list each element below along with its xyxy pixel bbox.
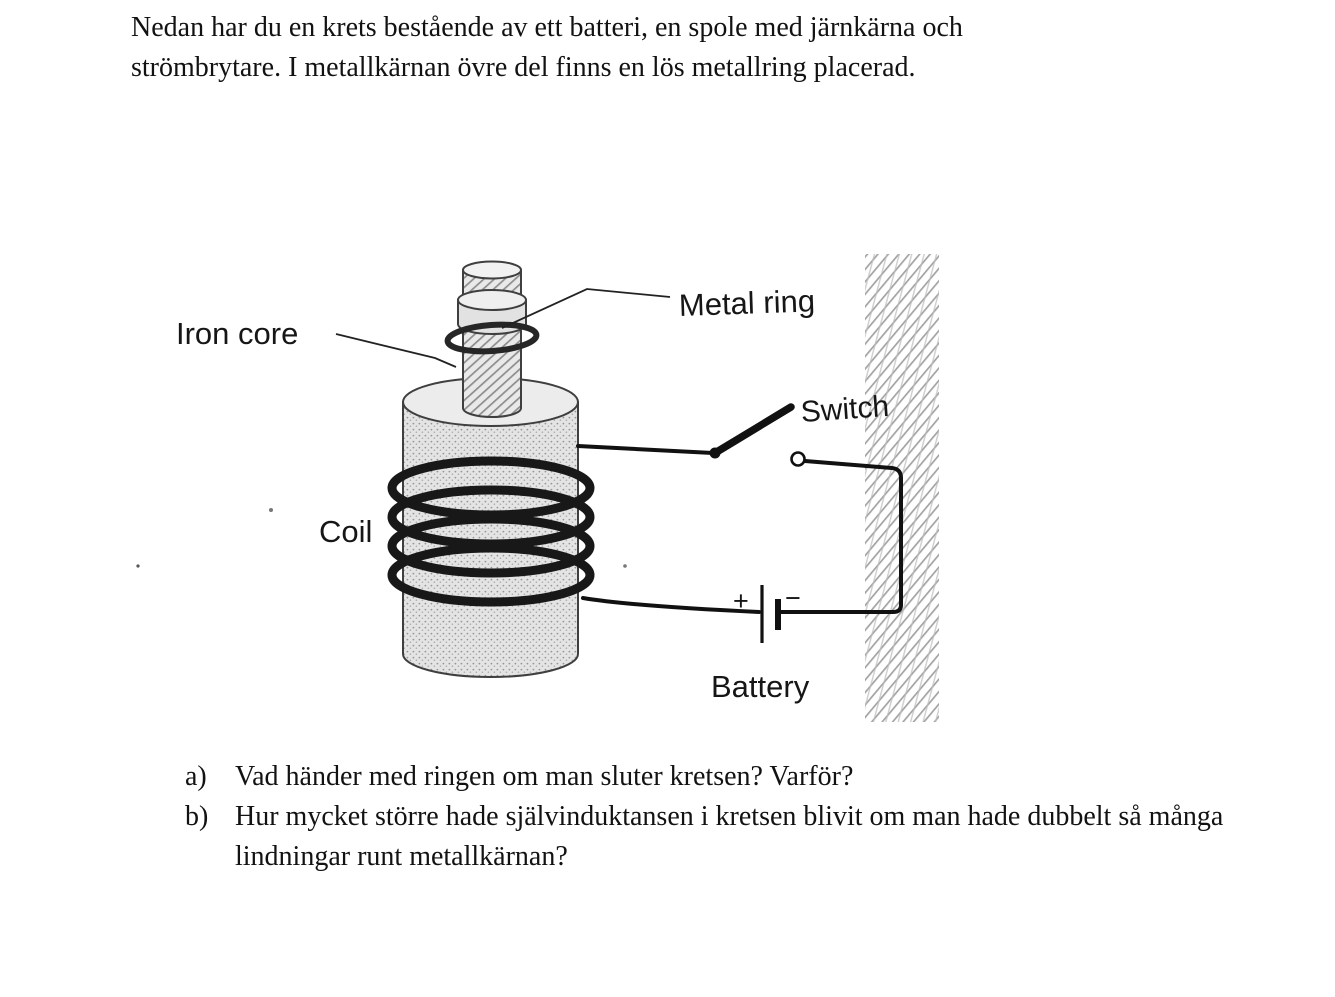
wire-coil-to-switch (576, 444, 715, 455)
iron-core-shaft (457, 260, 527, 418)
battery-label: Battery (711, 669, 810, 704)
iron-core-label: Iron core (176, 316, 298, 351)
iron-core-leader (335, 333, 457, 368)
circuit-diagram: + − Iron core Metal ring Switch Coil Bat… (136, 254, 939, 722)
wire-battery-to-coil (581, 596, 761, 614)
circuit-wires (576, 444, 903, 614)
metal-ring-shape (444, 321, 540, 355)
metal-ring-label: Metal ring (678, 283, 815, 323)
intro-line-2: strömbrytare. I metallkärnan övre del fi… (131, 52, 916, 83)
question-a-marker: a) (185, 761, 207, 792)
switch-symbol (709, 403, 806, 467)
question-b-text: Hur mycket större hade självinduktansen … (235, 801, 1224, 872)
coil-label: Coil (319, 514, 372, 549)
scan-specks (136, 508, 627, 568)
intro-paragraph: Nedan har du en krets bestående av ett b… (131, 8, 963, 88)
intro-line-1: Nedan har du en krets bestående av ett b… (131, 12, 963, 43)
circuit-figure: + − Iron core Metal ring Switch Coil Bat… (130, 248, 940, 730)
switch-label: Switch (800, 390, 890, 429)
battery-symbol (760, 585, 781, 643)
coil-windings (387, 456, 595, 607)
question-list: a) Vad händer med ringen om man sluter k… (185, 757, 1295, 877)
question-a-text: Vad händer med ringen om man sluter kret… (235, 761, 854, 792)
metal-ring-leader (501, 288, 671, 329)
switch-contact (790, 451, 806, 467)
question-a: a) Vad händer med ringen om man sluter k… (185, 757, 1295, 797)
question-b: b) Hur mycket större hade självinduktans… (185, 797, 1295, 877)
question-b-marker: b) (185, 801, 209, 832)
leader-lines (335, 288, 671, 368)
battery-plus-sign: + (733, 586, 749, 616)
wire-switch-to-battery (779, 459, 903, 614)
battery-minus-sign: − (785, 583, 801, 613)
